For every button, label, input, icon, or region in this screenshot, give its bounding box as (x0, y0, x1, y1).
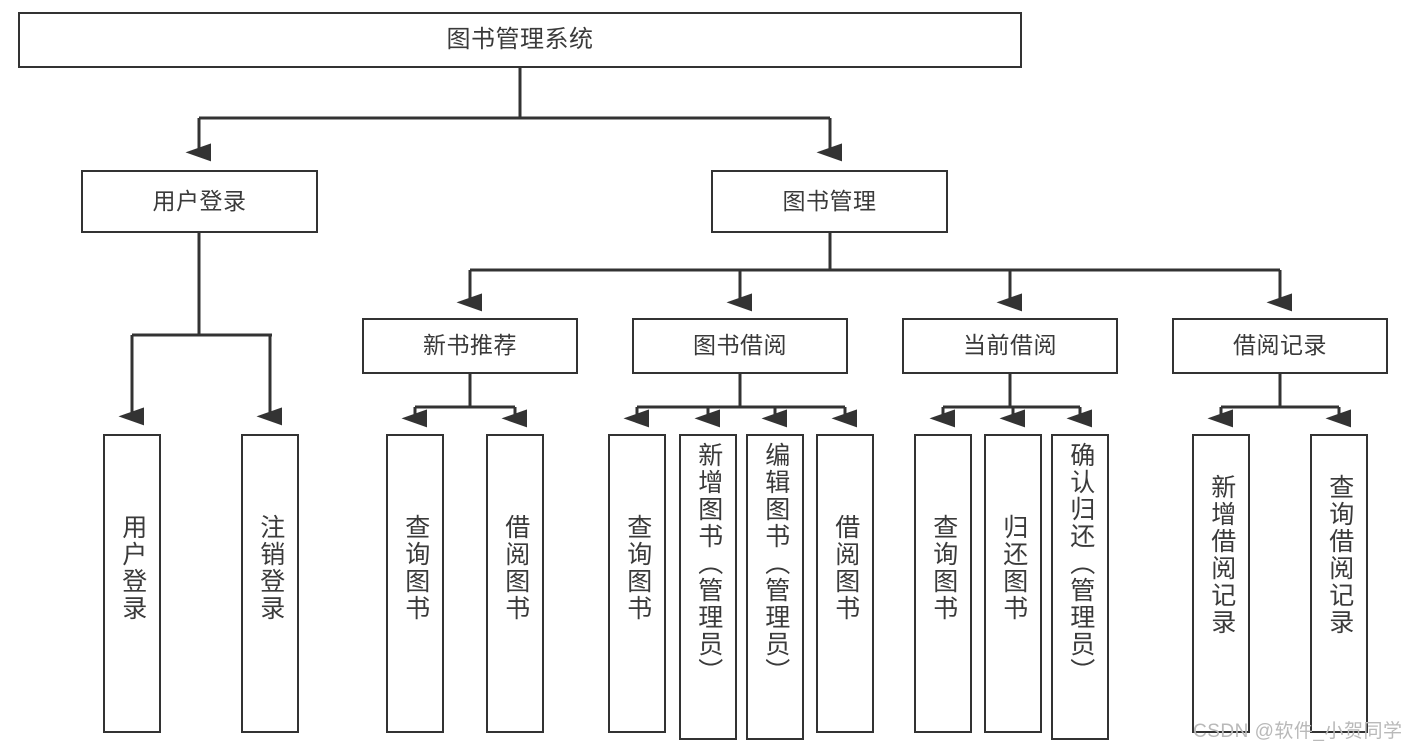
node-current-borrow-label: 当前借阅 (963, 332, 1057, 359)
node-root-label: 图书管理系统 (446, 25, 594, 53)
node-current-borrow[interactable]: 当前借阅 (902, 318, 1118, 374)
node-leaf-borrow-book-1[interactable]: 借阅图书 (486, 434, 544, 733)
node-new-book-rec[interactable]: 新书推荐 (362, 318, 578, 374)
node-leaf-return-book[interactable]: 归还图书 (984, 434, 1042, 733)
node-leaf-add-record-label: 新增借阅记录 (1207, 474, 1236, 636)
node-leaf-query-book-3[interactable]: 查询图书 (914, 434, 972, 733)
node-leaf-return-book-label: 归还图书 (999, 514, 1028, 622)
node-book-manage[interactable]: 图书管理 (711, 170, 948, 233)
node-leaf-confirm-return[interactable]: 确认归还（管理员） (1051, 434, 1109, 740)
csdn-watermark: CSDN @软件_小贺同学 (1193, 721, 1403, 742)
node-user-login[interactable]: 用户登录 (81, 170, 318, 233)
node-leaf-query-book-1-label: 查询图书 (401, 514, 430, 622)
node-borrow-record-label: 借阅记录 (1233, 332, 1327, 359)
node-leaf-query-book-2[interactable]: 查询图书 (608, 434, 666, 733)
node-new-book-rec-label: 新书推荐 (423, 332, 517, 359)
node-root[interactable]: 图书管理系统 (18, 12, 1022, 68)
node-leaf-query-book-2-label: 查询图书 (623, 514, 652, 622)
node-leaf-add-book[interactable]: 新增图书（管理员） (679, 434, 737, 740)
node-leaf-user-login-label: 用户登录 (118, 514, 147, 622)
node-borrow-record[interactable]: 借阅记录 (1172, 318, 1388, 374)
node-leaf-user-login[interactable]: 用户登录 (103, 434, 161, 733)
node-leaf-logout-label: 注销登录 (256, 514, 285, 622)
node-book-borrow[interactable]: 图书借阅 (632, 318, 848, 374)
node-leaf-query-record[interactable]: 查询借阅记录 (1310, 434, 1368, 733)
node-leaf-borrow-book-1-label: 借阅图书 (501, 514, 530, 622)
node-leaf-query-record-label: 查询借阅记录 (1325, 474, 1354, 636)
node-leaf-confirm-return-label: 确认归还（管理员） (1066, 442, 1095, 685)
node-leaf-edit-book[interactable]: 编辑图书（管理员） (746, 434, 804, 740)
node-leaf-logout[interactable]: 注销登录 (241, 434, 299, 733)
node-leaf-borrow-book-2-label: 借阅图书 (831, 514, 860, 622)
node-leaf-borrow-book-2[interactable]: 借阅图书 (816, 434, 874, 733)
node-leaf-add-record[interactable]: 新增借阅记录 (1192, 434, 1250, 733)
node-leaf-query-book-3-label: 查询图书 (929, 514, 958, 622)
node-user-login-label: 用户登录 (152, 187, 247, 214)
node-book-borrow-label: 图书借阅 (693, 332, 787, 359)
node-book-manage-label: 图书管理 (782, 187, 877, 214)
node-leaf-query-book-1[interactable]: 查询图书 (386, 434, 444, 733)
node-leaf-edit-book-label: 编辑图书（管理员） (761, 442, 790, 685)
node-leaf-add-book-label: 新增图书（管理员） (694, 442, 723, 685)
